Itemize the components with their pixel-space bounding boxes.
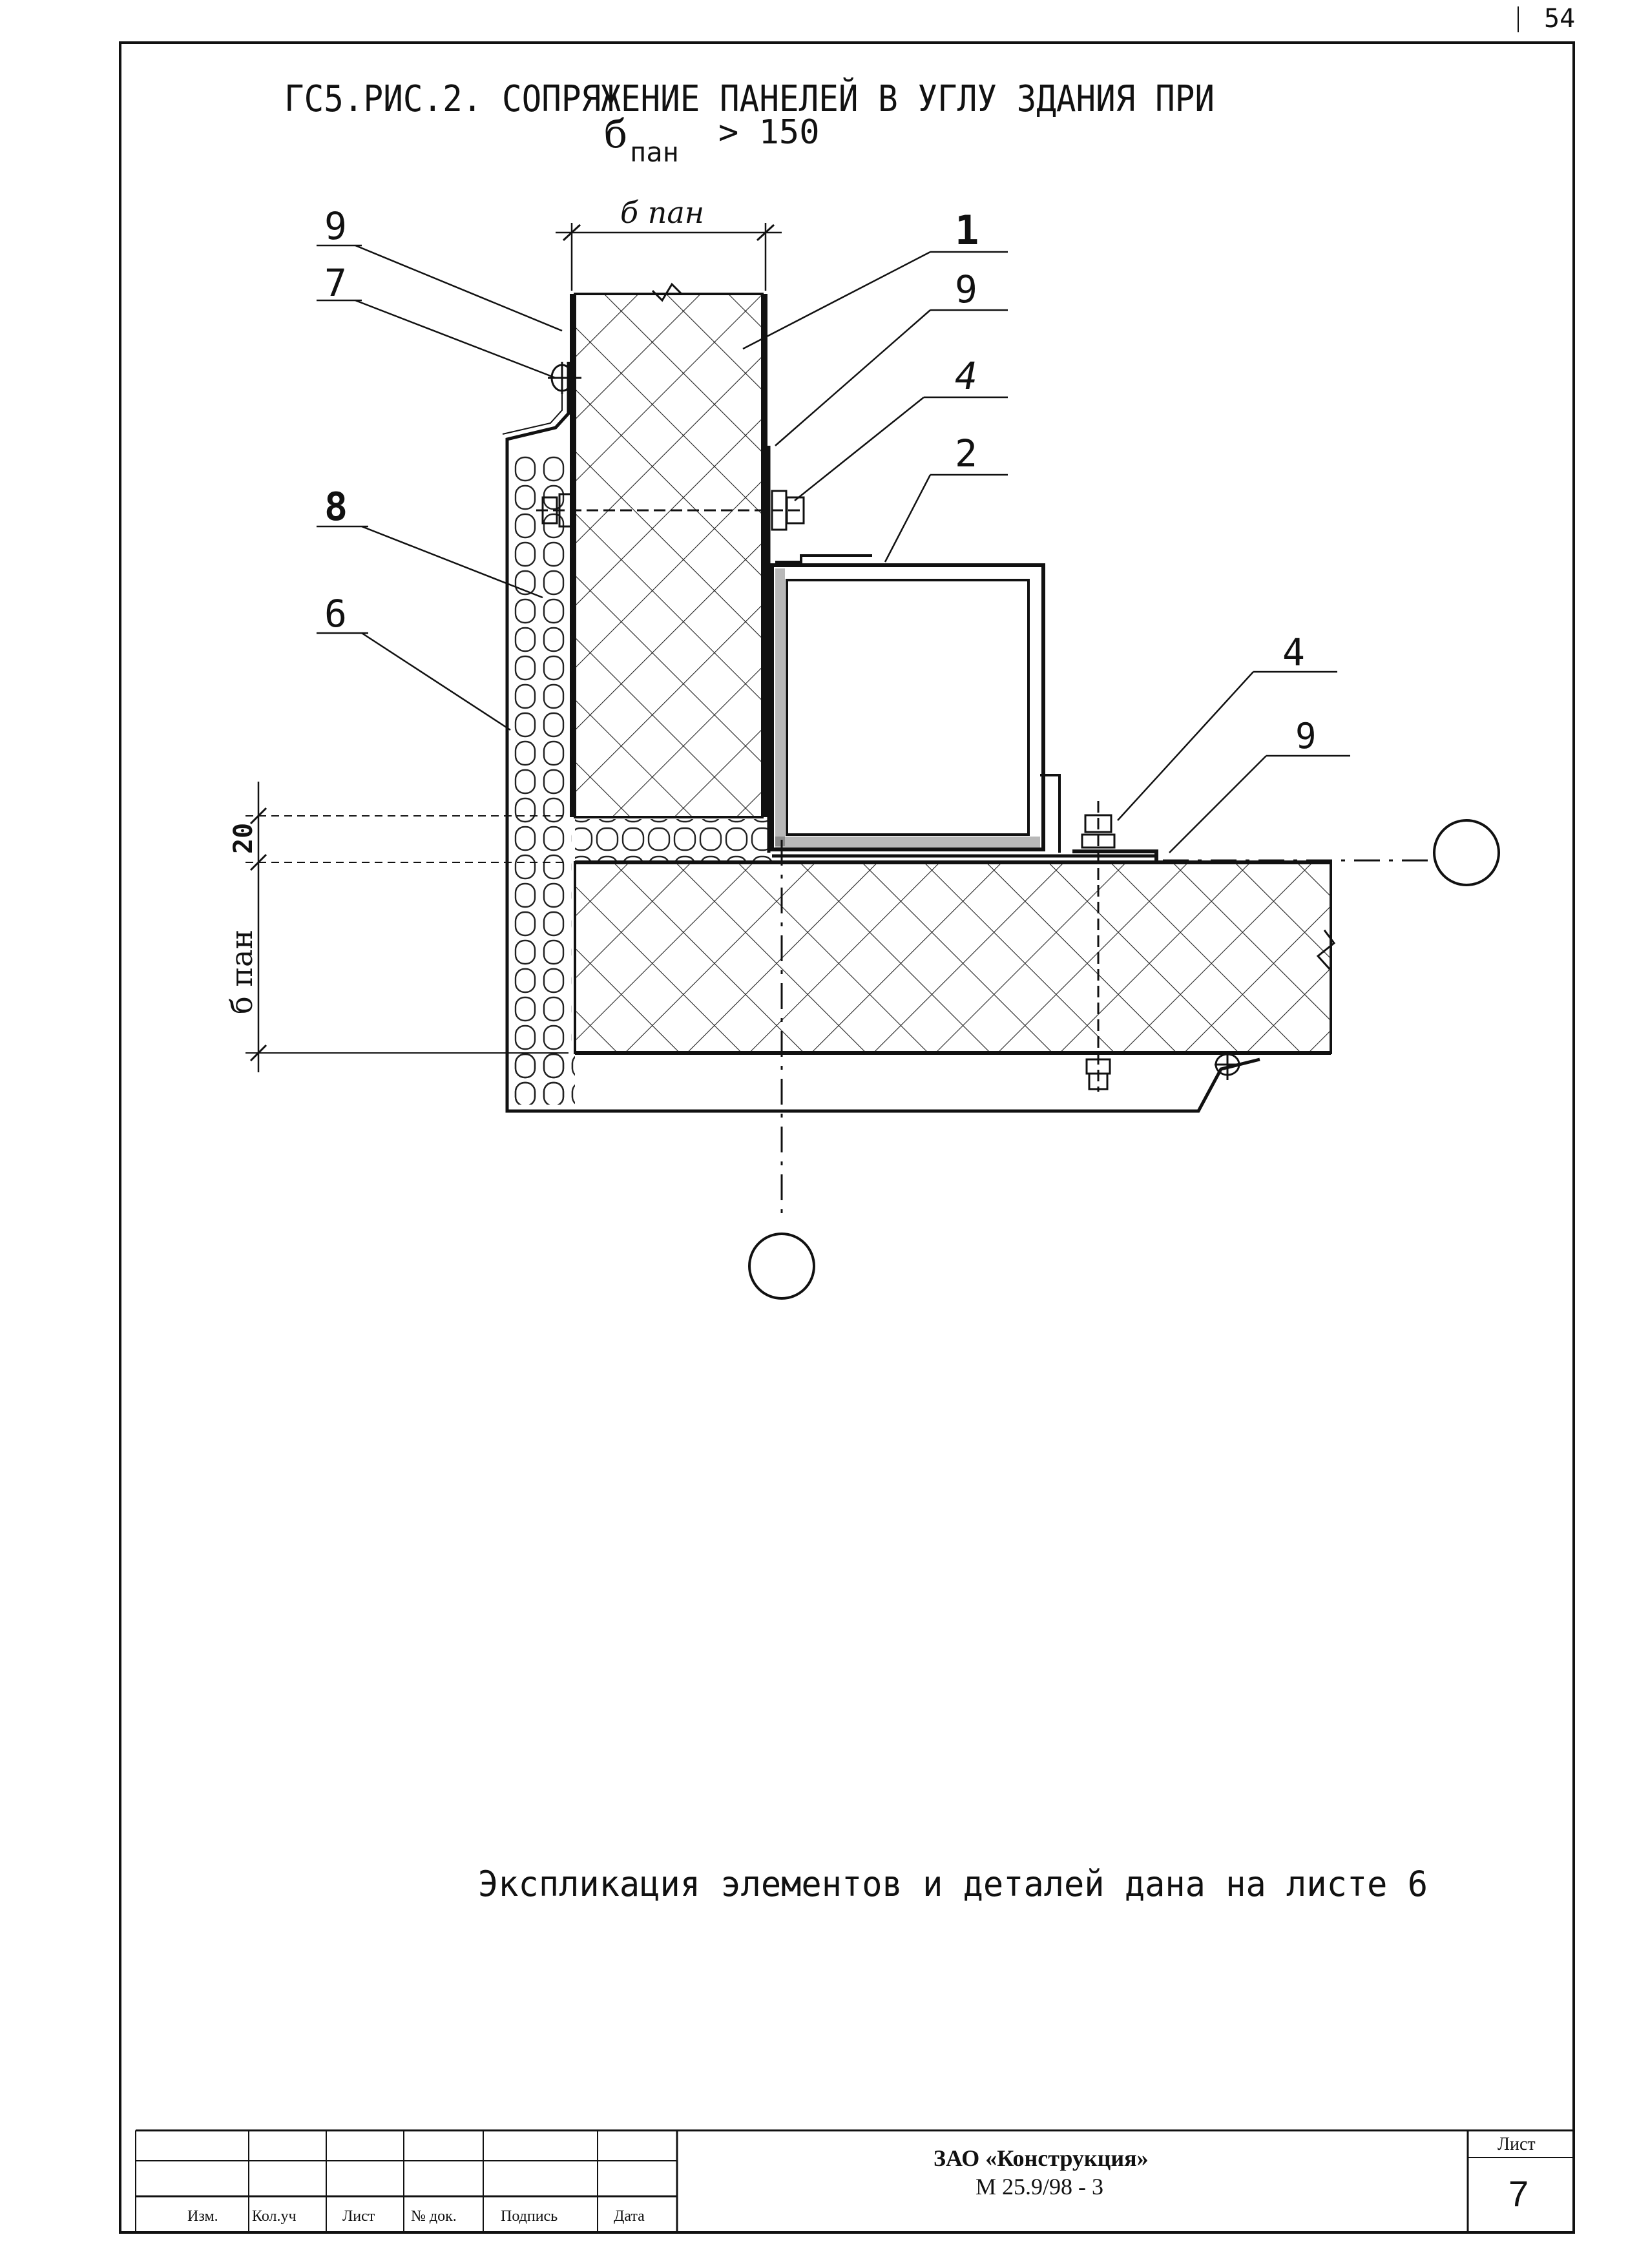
tb-header-kol: Кол.уч — [252, 2208, 297, 2225]
dim-gap-label: 20 — [229, 823, 258, 854]
bolt-vertical-panel — [536, 490, 805, 531]
tb-header-sign: Подпись — [501, 2208, 558, 2225]
callout-7: 7 — [324, 261, 347, 305]
tb-doc-code: М 25.9/98 - 3 — [976, 2174, 1103, 2200]
corner-flashing — [505, 362, 1260, 1113]
leader-lines — [317, 244, 1350, 853]
dimension-left — [245, 782, 569, 1072]
horizontal-panel-core — [574, 861, 1332, 1054]
tb-header-izm: Изм. — [187, 2208, 218, 2225]
tb-company: ЗАО «Конструкция» — [934, 2145, 1149, 2171]
axis-marker-horizontal — [1433, 819, 1500, 886]
explication-note: Экспликация элементов и деталей дана на … — [478, 1864, 1428, 1904]
gap-insulation-horizontal — [575, 819, 772, 860]
corner-insulation-vertical — [510, 455, 572, 1105]
callout-4b: 4 — [1282, 630, 1305, 674]
vertical-panel-core — [574, 293, 764, 818]
corner-insulation-bottom — [510, 1053, 575, 1105]
dimension-top — [556, 223, 782, 291]
tb-header-list: Лист — [342, 2208, 375, 2225]
tb-sheet-label: Лист — [1498, 2134, 1536, 2154]
callout-6: 6 — [324, 592, 347, 636]
title-block — [135, 2129, 1574, 2232]
callout-9a: 9 — [324, 204, 347, 248]
title-line1: ГС5.РИС.2. СОПРЯЖЕНИЕ ПАНЕЛЕЙ В УГЛУ ЗДА… — [284, 78, 1215, 120]
rivet-bottom — [1215, 1052, 1242, 1080]
tb-header-date: Дата — [614, 2208, 645, 2225]
callout-4a: 4 — [955, 354, 977, 398]
dim-left-label: б пан — [224, 930, 259, 1014]
title-subscript: пан — [630, 136, 679, 168]
callout-1: 1 — [955, 207, 979, 254]
callout-9b: 9 — [955, 267, 977, 311]
steel-tube — [770, 563, 1045, 851]
title-symbol: б — [604, 112, 627, 157]
sheet-frame — [119, 6, 1575, 2234]
tb-header-doc: № док. — [411, 2208, 457, 2225]
dim-top-label: б пан — [620, 195, 704, 230]
callout-8: 8 — [324, 484, 348, 530]
callout-9c: 9 — [1295, 716, 1317, 756]
axis-marker-vertical — [748, 1233, 815, 1300]
bolt-horizontal-panel — [1081, 801, 1116, 1092]
tb-sheet-number: 7 — [1508, 2173, 1529, 2214]
page-number: 54 — [1544, 4, 1575, 34]
title-condition: > 150 — [718, 113, 820, 152]
callout-2: 2 — [955, 432, 977, 475]
